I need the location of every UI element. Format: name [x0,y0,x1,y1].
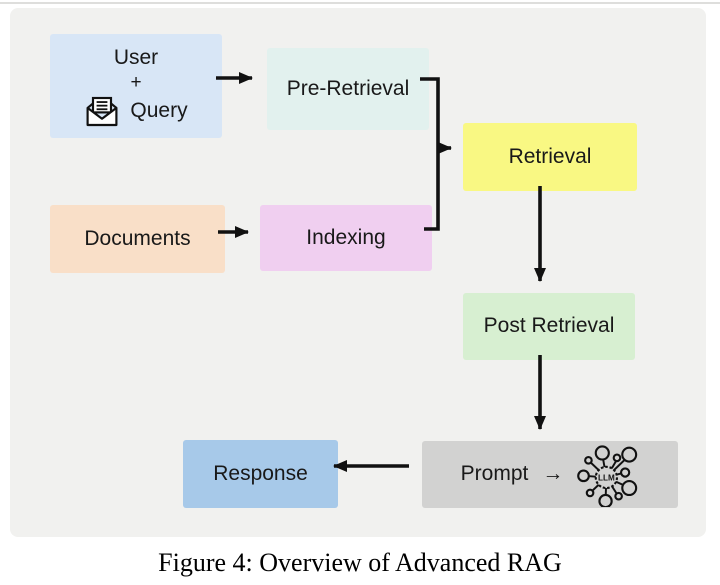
indexing-label: Indexing [306,225,386,249]
post-retrieval-node: Post Retrieval [463,293,635,360]
documents-label: Documents [84,226,191,250]
figure-caption: Figure 4: Overview of Advanced RAG [158,548,562,577]
retrieval-node: Retrieval [463,123,637,191]
documents-node: Documents [50,205,225,273]
prompt-label: Prompt [460,462,529,486]
user-query-node: User + Query [50,34,222,138]
prompt-node: Prompt → [422,441,678,508]
retrieval-label: Retrieval [508,144,592,168]
pre-retrieval-node: Pre-Retrieval [267,48,429,130]
prompt-arrow-glyph: → [542,462,564,486]
pre-retrieval-label: Pre-Retrieval [286,76,410,100]
user-query-label-line3: Query [130,98,188,122]
response-node: Response [183,440,338,508]
user-query-label-line2: + [130,71,142,93]
open-envelope-icon [84,95,120,128]
user-query-label-line1: User [113,45,159,69]
indexing-node: Indexing [260,205,432,271]
llm-network-icon: LLM [577,443,639,507]
figure-top-border [0,2,720,4]
llm-icon-label: LLM [598,473,615,482]
post-retrieval-label: Post Retrieval [483,314,615,338]
response-label: Response [213,461,308,485]
diagram-panel: User + Query Pre-Retrieval Documents I [10,8,706,537]
